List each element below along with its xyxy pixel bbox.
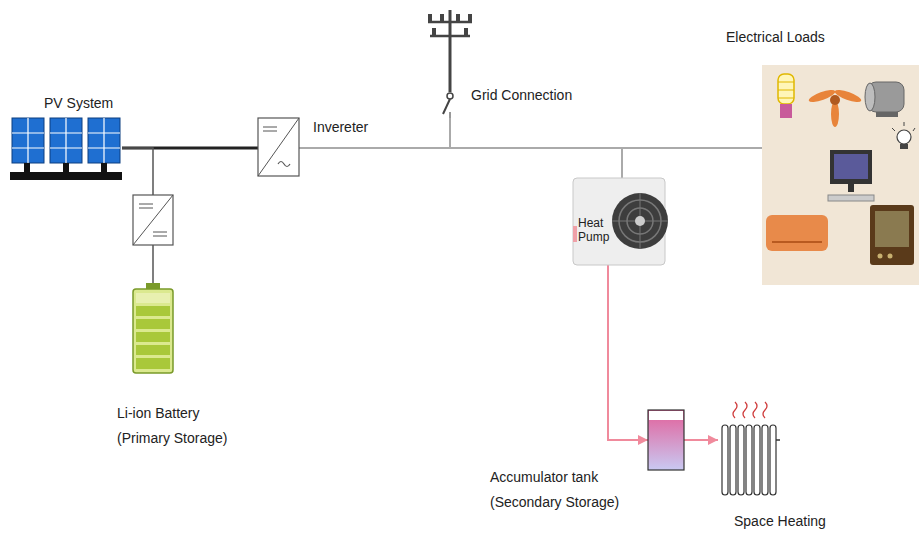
battery-symbol-part [136, 345, 170, 355]
heat-pump-unit [573, 178, 668, 265]
dc-dc-converter-part [133, 195, 173, 245]
grid-pole-part [456, 14, 460, 22]
heat-pump-unit-part [573, 226, 577, 242]
loads-picture-part [834, 154, 868, 179]
grid-line [450, 118, 762, 148]
battery-symbol-part [136, 293, 170, 303]
component-label: Grid Connection [471, 86, 521, 104]
grid-pole-part [468, 14, 472, 22]
battery-symbol-part [136, 319, 170, 329]
dc-dc-converter-part [133, 195, 173, 245]
component-label: Electrical Loads [726, 28, 883, 46]
pv-panels-part [12, 118, 120, 163]
inverter-symbol-part [278, 162, 290, 167]
pv-panels-part [101, 163, 107, 172]
loads-picture-part [766, 215, 828, 251]
loads-picture-part [878, 254, 883, 259]
grid-pole-part [449, 112, 451, 118]
grid-pole-part [464, 28, 468, 36]
radiator-part [770, 425, 776, 495]
loads-picture-part [875, 211, 909, 247]
radiator-part [746, 425, 752, 495]
grid-pole-part [443, 99, 450, 114]
accumulator-tank-part [649, 411, 683, 420]
component-node: Space Heating [718, 422, 778, 497]
battery-symbol [133, 283, 173, 373]
radiator-part [738, 425, 744, 495]
loads-picture-part [828, 195, 874, 201]
component-label: Invereter [313, 118, 354, 136]
loads-picture-part [888, 254, 893, 259]
battery-symbol-part [136, 306, 170, 316]
radiator-part [776, 439, 780, 441]
loads-picture-part [897, 130, 911, 144]
component-node: Grid Connection [425, 8, 475, 118]
grid-pole-part [432, 28, 436, 36]
component-label: Heat Pump [578, 216, 610, 244]
battery-symbol-part [133, 289, 173, 373]
grid-pole-part [428, 14, 432, 22]
loads-picture-part [762, 65, 919, 285]
component-label: PV System [44, 94, 156, 112]
loads-picture-part [870, 205, 914, 265]
component-node: Heat Pump [573, 178, 665, 265]
loads-picture-part [892, 122, 915, 131]
dc-dc-converter-part [153, 232, 167, 236]
heat-pump-unit-part [635, 216, 645, 226]
loads-picture-part [848, 184, 854, 192]
grid-pole-part [447, 93, 453, 99]
dc-dc-converter-part [139, 204, 153, 208]
inverter-symbol-part [263, 127, 277, 131]
loads-picture-part [778, 82, 794, 98]
loads-picture-part [780, 104, 792, 118]
inverter-symbol-part [258, 118, 299, 176]
pv-panels-part [10, 172, 122, 180]
loads-picture-part [876, 112, 898, 117]
inverter-symbol-part [258, 118, 299, 176]
heat-pipe [684, 439, 718, 441]
radiator-part [754, 425, 760, 495]
accumulator-tank-part [648, 410, 684, 470]
dc-dc-converter [133, 195, 173, 245]
radiator-part [762, 425, 768, 495]
loads-picture-part [830, 150, 872, 184]
component-node: PV System [10, 118, 122, 182]
loads-picture-part [778, 74, 794, 104]
heat-pipe [608, 265, 648, 440]
component-node: Electrical Loads [762, 65, 919, 285]
pv-panels [10, 118, 122, 180]
battery-symbol-part [136, 358, 170, 369]
pv-panels-part [63, 163, 69, 172]
radiator-part [730, 425, 736, 495]
radiator-part [722, 425, 728, 495]
grid-pole-part [440, 14, 444, 22]
accumulator-tank [648, 410, 684, 470]
grid-pole-part [428, 22, 472, 36]
component-node: Li-ion Battery (Primary Storage) [133, 283, 173, 373]
grid-line [450, 118, 622, 178]
component-node: Accumulator tank (Secondary Storage) [648, 410, 684, 470]
component-label: Space Heating [734, 512, 794, 530]
battery-symbol-part [136, 332, 170, 342]
pv-panels-part [24, 163, 30, 172]
heat-pump-unit-part [612, 193, 668, 249]
component-label: Accumulator tank (Secondary Storage) [490, 465, 635, 515]
inverter-symbol [258, 118, 299, 176]
heat-pump-unit-part [612, 193, 668, 249]
radiator-part [733, 402, 767, 418]
loads-picture-part [865, 83, 875, 111]
heat-pump-feed [299, 148, 622, 178]
radiator [722, 402, 780, 495]
grid-pole [428, 10, 472, 118]
component-node: Invereter [258, 118, 299, 176]
loads-picture-part [830, 95, 840, 105]
loads-picture-part [900, 144, 908, 149]
component-label: Li-ion Battery (Primary Storage) [117, 401, 249, 451]
battery-symbol-part [146, 283, 160, 289]
loads-picture [762, 65, 919, 285]
loads-picture-part [772, 241, 822, 243]
